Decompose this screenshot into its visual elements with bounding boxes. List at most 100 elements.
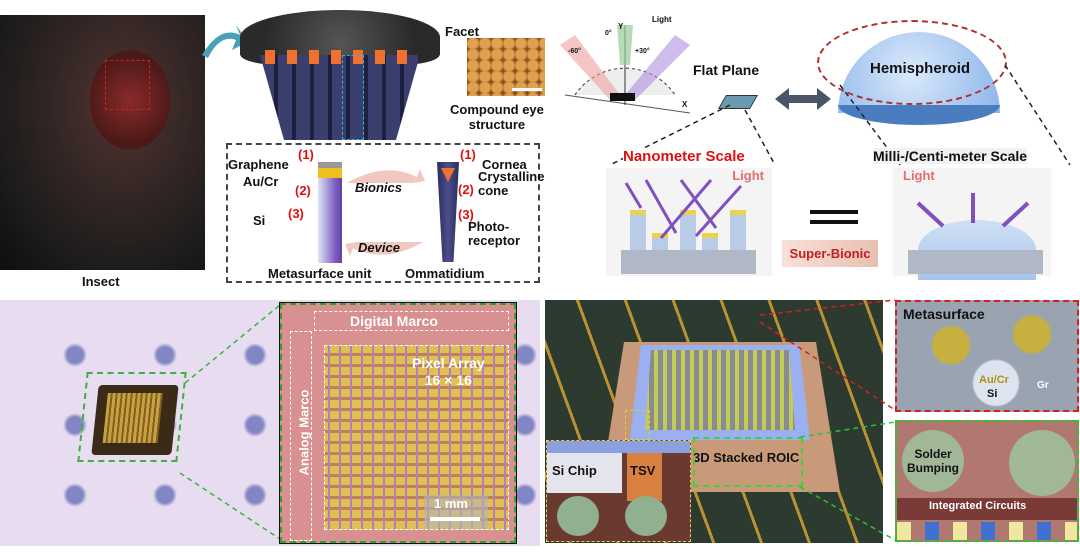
equals-icon — [810, 210, 858, 224]
insect-label: Insect — [82, 274, 120, 289]
scale-bar-label: 1 mm — [434, 496, 468, 511]
solder-text: Solder — [914, 447, 952, 461]
angle-pos30-label: +30° — [635, 48, 650, 55]
analog-marco-region — [290, 331, 312, 541]
arrow-to-eye-icon — [202, 25, 248, 58]
nanopillar — [630, 210, 646, 250]
receptor-text: receptor — [468, 233, 521, 248]
bionics-label: Bionics — [355, 180, 402, 195]
nanometer-panel: Light — [606, 168, 772, 276]
solder-ball — [557, 496, 599, 536]
au-cr-index: (2) — [295, 183, 311, 198]
scale-bar — [430, 517, 480, 521]
tsv-block — [627, 453, 662, 501]
light-source-label: Light — [652, 15, 672, 24]
super-bionic-badge: Super-Bionic — [782, 240, 878, 267]
si-chip-inset: Si Chip TSV — [546, 440, 691, 542]
chip-zoom-marker — [77, 372, 187, 462]
solder-bumping-label: Solder Bumping — [907, 447, 959, 475]
compound-eye-label: Compound eye structure — [450, 102, 544, 132]
tsv-label: TSV — [630, 463, 656, 478]
nanopillar — [702, 233, 718, 250]
inset-zoom-lines — [759, 299, 896, 541]
graphene-index: (1) — [298, 147, 314, 162]
bumping-text: Bumping — [907, 461, 959, 475]
integrated-circuits-label: Integrated Circuits — [929, 500, 1027, 512]
chip-zoom-lines — [179, 304, 281, 540]
hemispheroid-label: Hemispheroid — [870, 60, 971, 77]
si-index: (3) — [288, 206, 304, 221]
scale-bar-box: 1 mm — [424, 495, 488, 529]
pixel-array-text: Pixel Array — [412, 355, 485, 371]
super-bionic-label: Super-Bionic — [789, 246, 871, 261]
si-chip-label: Si Chip — [552, 463, 597, 478]
inset-si-label: Si — [987, 388, 998, 400]
inset-au-cr-label: Au/Cr — [979, 374, 1009, 386]
compound-eye-text: Compound eye — [450, 102, 544, 117]
chip-micrograph: Digital Marco Analog Marco Pixel Array 1… — [279, 302, 517, 544]
milli-scale-label: Milli-/Centi-meter Scale — [873, 148, 1028, 164]
nanometer-scale-label: Nanometer Scale — [623, 148, 745, 165]
eye-region-marker — [105, 60, 150, 110]
graphene-label: Graphene — [228, 157, 289, 172]
crystalline-text: Crystalline — [478, 169, 545, 184]
photoreceptor-index: (3) — [458, 207, 474, 222]
nanopillar — [730, 210, 746, 250]
insect-eye — [90, 50, 170, 150]
milli-panel: Light — [893, 168, 1051, 280]
crystalline-index: (2) — [458, 182, 474, 197]
light-label-left: Light — [732, 168, 764, 183]
tsv-zoom-marker — [625, 410, 650, 440]
y-axis-label: Y — [618, 22, 624, 31]
cornea-label: Cornea — [482, 157, 527, 172]
structure-text: structure — [468, 117, 526, 132]
crystalline-label: Crystalline cone — [478, 170, 544, 198]
analog-marco-label: Analog Marco — [296, 389, 312, 476]
metasurface-unit-label: Metasurface unit — [268, 266, 372, 281]
metasurface-chip — [630, 345, 810, 440]
x-axis-label: X — [682, 100, 688, 109]
roic-zoom-marker — [693, 437, 803, 487]
cone-text: cone — [478, 183, 509, 198]
pixel-array-label: Pixel Array 16 × 16 — [412, 355, 485, 389]
inset-gr-label: Gr — [1037, 380, 1049, 391]
nanopillar — [680, 210, 696, 250]
light-rays-icon — [916, 193, 1030, 228]
angle-neg60-label: -60° — [568, 48, 581, 55]
ommatidium-label: Ommatidium — [405, 266, 485, 281]
light-rays-icon — [624, 179, 743, 239]
solder-bumping-inset: Solder Bumping Integrated Circuits — [895, 420, 1079, 542]
photo-text: Photo- — [468, 219, 510, 234]
cornea-index: (1) — [460, 147, 476, 162]
nanopillar — [652, 233, 668, 250]
facet-micrograph — [467, 38, 545, 96]
photoreceptor-label: Photo- receptor — [468, 220, 520, 248]
bionics-arrow-icon — [347, 169, 425, 183]
insect-photo — [0, 15, 205, 270]
hemispheroid-outline — [817, 20, 1007, 105]
solder-ball — [625, 496, 667, 536]
angle-measurement-diagram — [560, 25, 691, 114]
metasurface-unit-pillar — [318, 162, 342, 263]
device-label: Device — [358, 240, 400, 255]
flat-plane-label: Flat Plane — [693, 62, 760, 78]
digital-marco-label: Digital Marco — [350, 313, 438, 329]
metasurface-label: Metasurface — [903, 306, 985, 322]
si-chip-block — [547, 453, 622, 493]
facet-label: Facet — [445, 24, 479, 39]
solder-ball — [902, 430, 964, 492]
pixel-array-size: 16 × 16 — [424, 372, 472, 388]
digital-marco-region — [314, 311, 509, 331]
device-arrow-icon — [345, 242, 423, 256]
roic-label: 3D Stacked ROIC — [693, 450, 800, 465]
si-label: Si — [253, 213, 266, 228]
light-label-right: Light — [903, 168, 935, 183]
compound-eye-model — [240, 10, 440, 140]
scale-bar — [512, 88, 542, 91]
angle-0-label: 0° — [605, 30, 612, 37]
au-cr-label: Au/Cr — [243, 174, 279, 189]
double-arrow-icon — [775, 88, 831, 110]
ommatidium-model — [437, 162, 459, 262]
bionics-comparison-box — [226, 143, 540, 283]
solder-ball — [1009, 430, 1075, 496]
